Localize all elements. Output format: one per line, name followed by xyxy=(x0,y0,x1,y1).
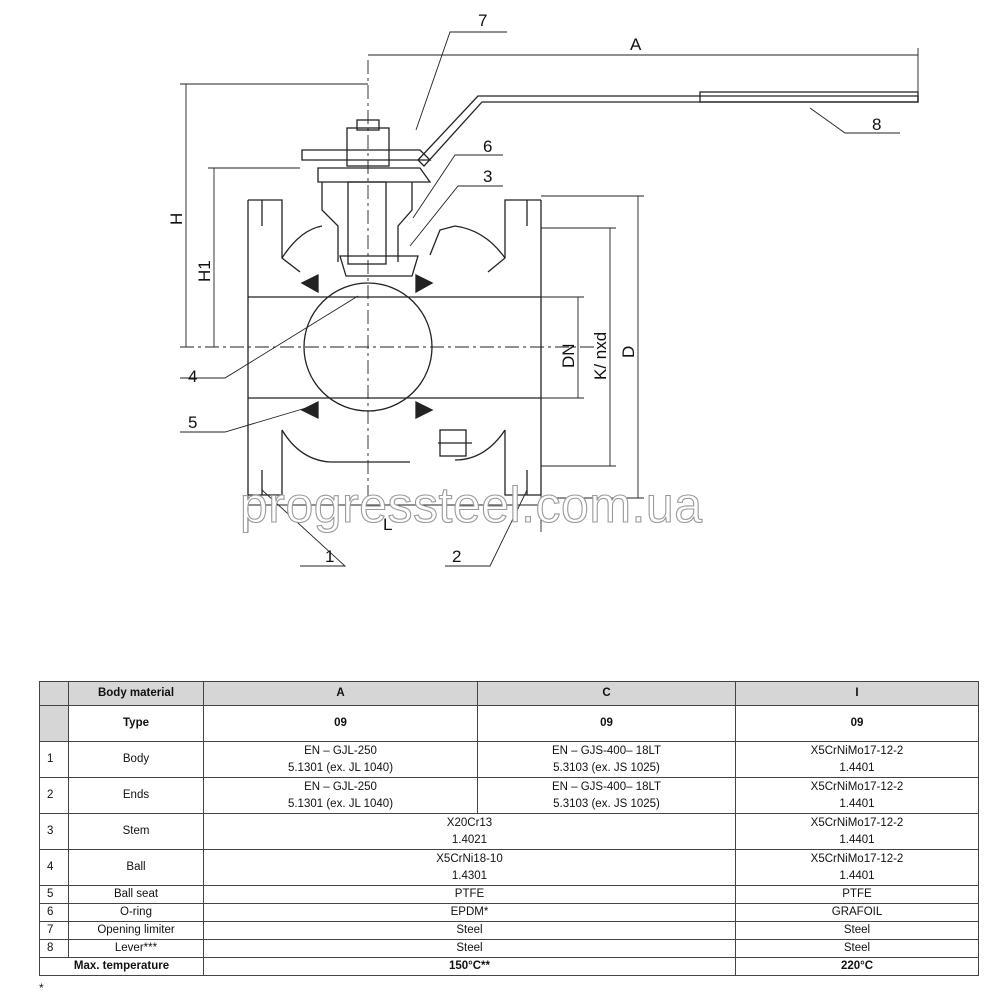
type-col-a: 09 xyxy=(203,705,478,742)
leader-3 xyxy=(409,185,503,247)
part-name: Stem xyxy=(68,813,204,850)
dim-label-dn: DN xyxy=(559,343,578,368)
table-type-row: Type 09 09 09 xyxy=(39,705,979,742)
type-col-c: 09 xyxy=(477,705,736,742)
type-col-i: 09 xyxy=(735,705,979,742)
max-temp-a-c: 150°C** xyxy=(203,957,736,976)
ball-seat-upper xyxy=(300,273,434,294)
type-blank-cell xyxy=(39,705,69,742)
table-row: 6 O-ring EPDM* GRAFOIL xyxy=(39,903,979,922)
stem xyxy=(347,181,387,265)
part-name: Lever*** xyxy=(68,939,204,958)
row-number: 8 xyxy=(39,939,69,958)
part-name: Ends xyxy=(68,777,204,814)
leader-1 xyxy=(261,489,347,567)
material-a-c: Steel xyxy=(203,939,736,958)
table-row: 7 Opening limiter Steel Steel xyxy=(39,921,979,940)
callout-6: 6 xyxy=(483,137,492,156)
max-temp-label: Max. temperature xyxy=(39,957,204,976)
table-row: 5 Ball seat PTFE PTFE xyxy=(39,885,979,904)
row-number: 6 xyxy=(39,903,69,922)
callout-4: 4 xyxy=(188,367,197,386)
type-label: Type xyxy=(68,705,204,742)
callout-2: 2 xyxy=(452,547,461,566)
dim-label-l: L xyxy=(383,515,392,534)
row-number: 4 xyxy=(39,849,69,886)
callout-8: 8 xyxy=(872,115,881,134)
header-col-c: C xyxy=(477,681,736,706)
stem-housing xyxy=(321,182,413,262)
material-i: Steel xyxy=(735,921,979,940)
table-header-row: Body material A C I xyxy=(39,681,979,706)
materials-table: Body material A C I Type 09 09 09 1 Body… xyxy=(39,681,979,976)
valve-cross-section-drawing: A H H1 DN K/ nxd D L 7 8 6 3 4 5 1 2 pro… xyxy=(167,11,919,567)
material-a-c: EPDM* xyxy=(203,903,736,922)
row-number: 7 xyxy=(39,921,69,940)
row-number: 1 xyxy=(39,741,69,778)
leader-7 xyxy=(415,31,507,131)
dim-label-h: H xyxy=(167,213,186,225)
dim-label-h1: H1 xyxy=(195,260,214,282)
leader-8 xyxy=(809,107,900,134)
body-outline xyxy=(281,225,506,259)
row-number: 5 xyxy=(39,885,69,904)
part-name: Opening limiter xyxy=(68,921,204,940)
part-name: O-ring xyxy=(68,903,204,922)
material-i: GRAFOIL xyxy=(735,903,979,922)
lever-grip xyxy=(699,91,919,103)
callout-7: 7 xyxy=(478,11,487,30)
header-body-material: Body material xyxy=(68,681,204,706)
callout-3: 3 xyxy=(483,167,492,186)
left-flange xyxy=(247,199,301,496)
callout-5: 5 xyxy=(188,413,197,432)
header-col-i: I xyxy=(735,681,979,706)
watermark: progressteel.com.ua xyxy=(240,477,703,533)
row-number: 3 xyxy=(39,813,69,850)
callout-1: 1 xyxy=(325,547,334,566)
leader-2 xyxy=(445,489,528,567)
dim-label-k: K/ nxd xyxy=(591,332,610,380)
table-row-max-temperature: Max. temperature 150°C** 220°C xyxy=(39,957,979,976)
lever xyxy=(417,95,919,167)
material-i: PTFE xyxy=(735,885,979,904)
leader-5 xyxy=(180,407,307,433)
material-i: Steel xyxy=(735,939,979,958)
dim-label-a: A xyxy=(630,35,642,54)
part-name: Ball seat xyxy=(68,885,204,904)
max-temp-i: 220°C xyxy=(735,957,979,976)
part-name: Ball xyxy=(68,849,204,886)
footnote: * xyxy=(39,981,44,995)
right-flange xyxy=(487,199,542,496)
header-col-a: A xyxy=(203,681,478,706)
dim-label-d: D xyxy=(619,346,638,358)
table-row: 8 Lever*** Steel Steel xyxy=(39,939,979,958)
leader-6 xyxy=(412,154,503,219)
material-a-c: Steel xyxy=(203,921,736,940)
leader-4 xyxy=(180,295,359,379)
part-name: Body xyxy=(68,741,204,778)
opening-limiter xyxy=(301,149,432,161)
header-blank-cell xyxy=(39,681,69,706)
material-a-c: PTFE xyxy=(203,885,736,904)
row-number: 2 xyxy=(39,777,69,814)
ball-seat-lower xyxy=(300,400,434,420)
